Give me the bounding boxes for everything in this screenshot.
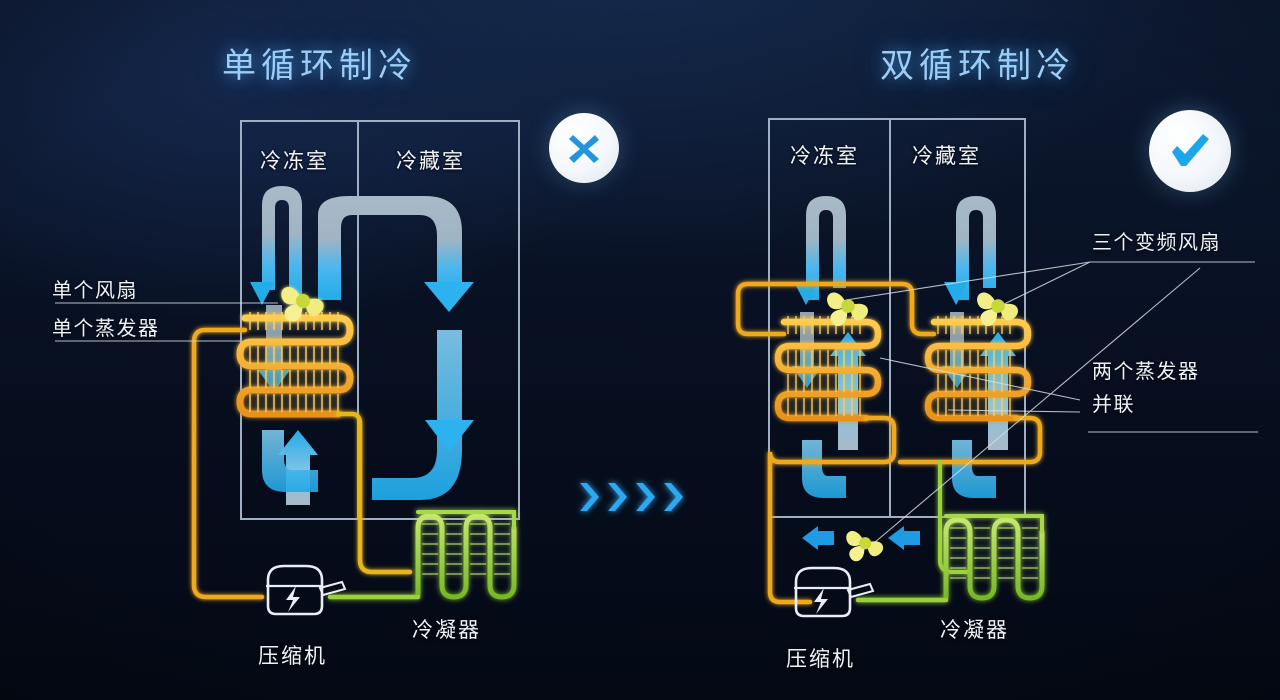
right-freezer-label: 冷冻室 xyxy=(790,145,859,168)
left-freezer-down-ribbon xyxy=(262,186,302,300)
condenser-fan-arrow-right xyxy=(888,526,920,550)
right-cabinet-divider xyxy=(889,118,891,518)
leader-two-evap-b xyxy=(947,409,1081,413)
left-refrigerant-loop xyxy=(191,327,413,600)
leader-three-fans-b xyxy=(995,261,1091,309)
right-freezer-down-arrowhead xyxy=(794,282,818,305)
right-condenser-label: 冷凝器 xyxy=(940,619,1009,642)
chevron-right-icon xyxy=(664,483,683,511)
left-cabinet-outline xyxy=(240,120,520,520)
evap-fins-row3 xyxy=(249,370,339,388)
evap-fins-row1 xyxy=(249,312,339,330)
right-condenser xyxy=(855,514,1045,603)
left-compressor-label: 压缩机 xyxy=(258,645,327,668)
right-cabinet-outline xyxy=(768,118,1026,518)
leader-three-fans-a xyxy=(845,261,1091,301)
right-fan-condenser xyxy=(846,531,884,562)
left-condenser xyxy=(327,510,517,600)
right-fridge-down-arrowhead xyxy=(944,282,968,305)
left-fridge-return-ribbon xyxy=(372,330,462,500)
callout-single-evaporator: 单个蒸发器 xyxy=(52,318,160,340)
transition-chevrons xyxy=(580,483,683,511)
leader-two-evap-a xyxy=(879,357,1081,401)
callout-two-evaporators: 两个蒸发器 xyxy=(1092,361,1200,383)
left-fridge-label: 冷藏室 xyxy=(396,150,465,173)
right-fridge-bottom-u xyxy=(952,440,996,498)
right-evaporator-freezer xyxy=(774,316,882,422)
right-compressor-icon xyxy=(794,566,875,618)
right-fridge-label: 冷藏室 xyxy=(912,145,981,168)
check-badge xyxy=(1149,110,1231,192)
right-fan-freezer xyxy=(827,292,869,327)
cross-badge xyxy=(549,113,619,183)
evap-fins-row4 xyxy=(249,394,339,412)
right-freezer-down-ribbon xyxy=(806,196,846,300)
right-fridge-down-ribbon xyxy=(956,196,996,300)
title-dual-cycle: 双循环制冷 xyxy=(880,47,1075,85)
left-cross-flow-arrowhead xyxy=(424,282,474,312)
callout-three-inverter-fans: 三个变频风扇 xyxy=(1092,232,1221,254)
leader-three-fans-d xyxy=(867,267,1201,549)
left-fridge-return-arrowhead xyxy=(425,420,474,452)
callout-parallel: 并联 xyxy=(1092,394,1135,416)
left-condenser-label: 冷凝器 xyxy=(412,619,481,642)
left-freezer-label: 冷冻室 xyxy=(260,150,329,173)
left-compressor-icon xyxy=(266,564,347,616)
left-evaporator xyxy=(236,312,354,418)
callout-leader-lines xyxy=(55,261,1258,549)
chevron-right-icon xyxy=(580,483,599,511)
left-cabinet-divider xyxy=(357,120,359,520)
right-compressor-label: 压缩机 xyxy=(786,648,855,671)
left-u-return-ribbon xyxy=(262,430,318,492)
right-fan-fridge xyxy=(977,292,1019,327)
cross-icon xyxy=(569,135,599,163)
title-single-cycle: 单循环制冷 xyxy=(222,47,417,85)
check-icon xyxy=(1172,134,1209,166)
evap-fins-row2 xyxy=(249,346,339,364)
left-fan-freezer xyxy=(281,286,324,322)
condenser-fan-arrow-left xyxy=(802,526,834,550)
chevron-right-icon xyxy=(636,483,655,511)
chevron-right-icon xyxy=(608,483,627,511)
right-freezer-bottom-u xyxy=(802,440,846,498)
left-freezer-down-arrowhead xyxy=(250,282,274,305)
right-refrigerant-loop xyxy=(735,281,1043,605)
callout-single-fan: 单个风扇 xyxy=(52,280,138,302)
